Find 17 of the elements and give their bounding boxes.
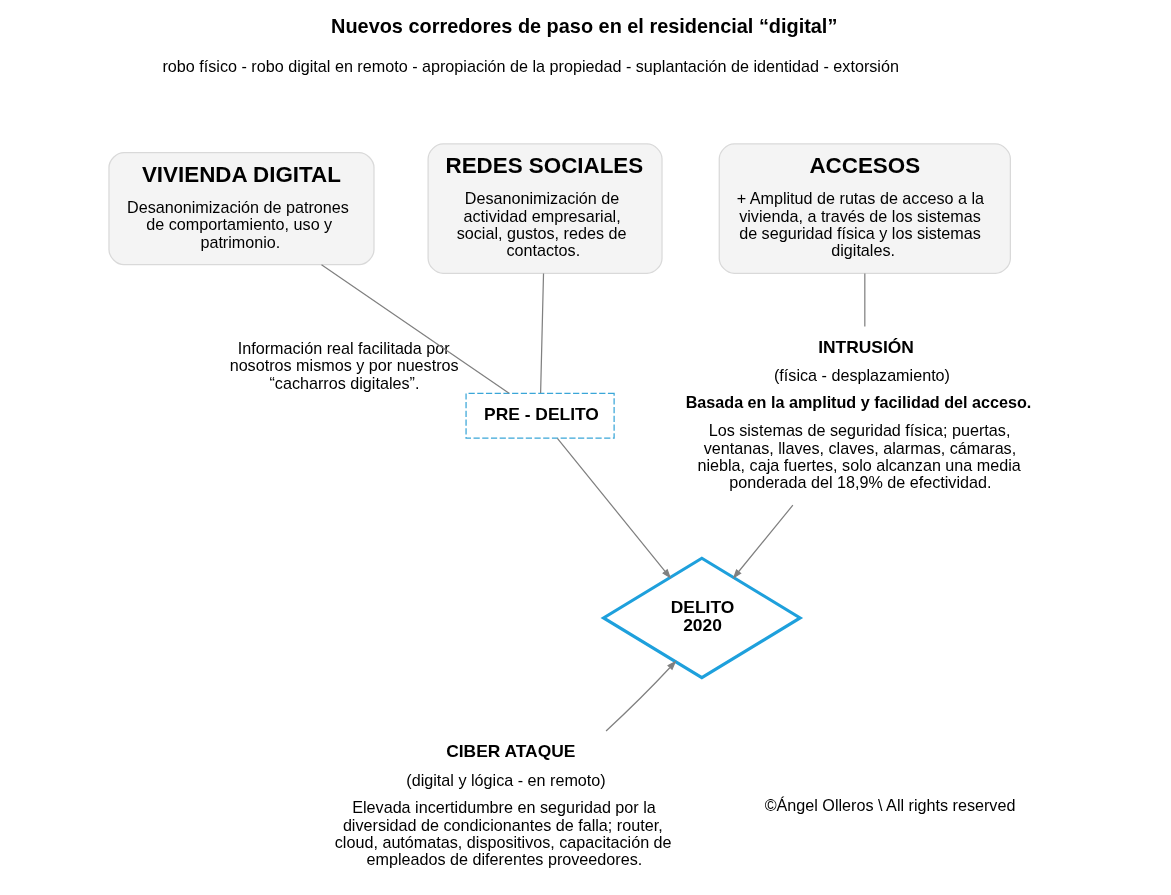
diagram-title: Nuevos corredores de paso en el residencial “digital” [331,14,838,37]
label: ©Ángel Olleros \ All rights reserved [764,795,1016,814]
node-box: VIVIENDA DIGITAL Desanonimización de patrones de comportamiento, uso y patrimonio. [108,152,375,266]
arrow [556,437,672,579]
node-label: Información real facilitada por nosotros mismos y por nuestros “cacharros digitales”. [229,339,459,392]
node-box: REDES SOCIALES Desanonimización de actividad empresarial, social, gustos, redes de contactos. [427,143,663,274]
arrow [732,504,794,579]
node-text: CIBER ATAQUE (digital y lógica - en remoto) Elevada incertidumbre en seguridad por la diversidad de condicionantes de falla; router, cloud, autómatas, dispositivos, capacitación de empleados de diferentes proveedores. [334,740,672,869]
arrow [605,660,677,732]
label: robo físico - robo digital en remoto - apropiación de la propiedad - suplantación de identidad - extorsión [162,57,899,76]
connector [864,272,866,328]
node-box: ACCESOS + Amplitud de rutas de acceso a la vivienda, a través de los sistemas de seguridad física y los sistemas digitales. [718,143,1011,274]
node-diamond: DELITO 2020 [600,556,804,680]
node-text: INTRUSIÓN (física - desplazamiento) Basada en la amplitud y facilidad del acceso. Los sistemas de seguridad física; puertas, ventanas, llaves, claves, alarmas, cámaras, niebla, caja fuertes, solo alcanzan una media ponderada del 18,9% de efectividad. [685,336,1032,492]
connector [320,264,510,394]
node-box: PRE - DELITO [465,392,615,439]
connector [540,272,545,394]
